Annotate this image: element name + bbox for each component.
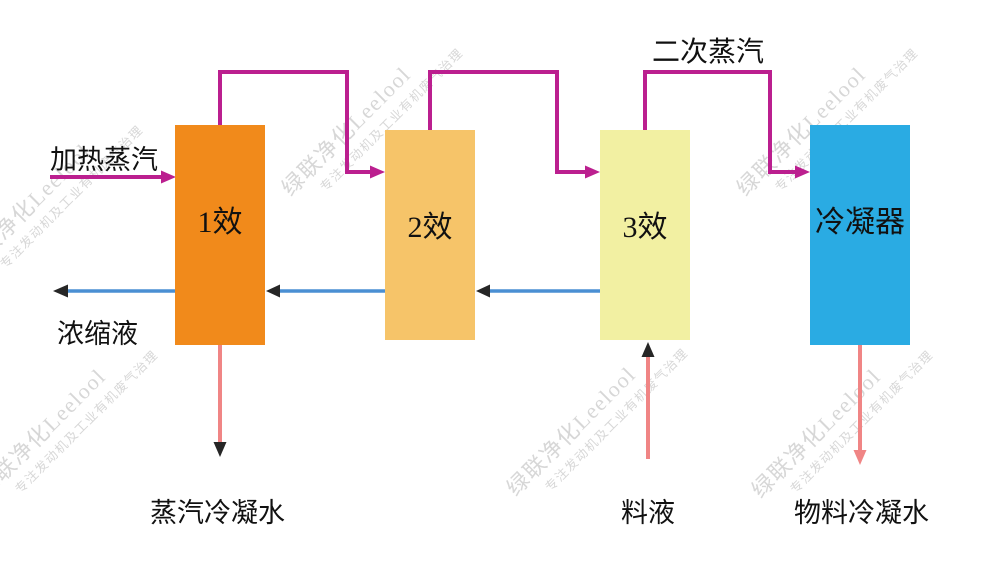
feed-arrowhead — [641, 342, 655, 357]
material-condensate-arrowhead — [853, 450, 867, 465]
effect-3-label: 3效 — [622, 211, 668, 244]
secondary-steam-arrowhead-1 — [370, 165, 385, 179]
secondary-steam-pipe-2 — [428, 70, 586, 174]
concentrate-label: 浓缩液 — [57, 319, 138, 349]
condenser-box: 冷凝器 — [810, 125, 910, 345]
material-condensate-label: 物料冷凝水 — [794, 498, 929, 528]
transfer-arrowhead-2-to-1 — [266, 284, 280, 298]
feed-label: 料液 — [621, 498, 675, 528]
heating-steam-arrowhead — [161, 170, 176, 184]
steam-condensate-label: 蒸汽冷凝水 — [150, 498, 285, 528]
steam-condensate-arrowhead — [213, 442, 227, 457]
secondary-steam-label: 二次蒸汽 — [652, 37, 765, 68]
condenser-label: 冷凝器 — [815, 206, 905, 239]
secondary-steam-pipe-3 — [643, 70, 796, 174]
secondary-steam-pipe-1 — [218, 70, 371, 174]
secondary-steam-arrowhead-2 — [585, 165, 600, 179]
effect-2-label: 2效 — [407, 211, 453, 244]
effect-2-box: 2效 — [385, 130, 475, 340]
effect-3-box: 3效 — [600, 130, 690, 340]
effect-1-label: 1效 — [197, 206, 243, 239]
secondary-steam-arrowhead-3 — [795, 165, 810, 179]
effect-1-box: 1效 — [175, 125, 265, 345]
heating-steam-label: 加热蒸汽 — [50, 145, 158, 175]
concentrate-outlet-arrowhead — [53, 284, 68, 298]
transfer-arrowhead-3-to-2 — [476, 284, 490, 298]
